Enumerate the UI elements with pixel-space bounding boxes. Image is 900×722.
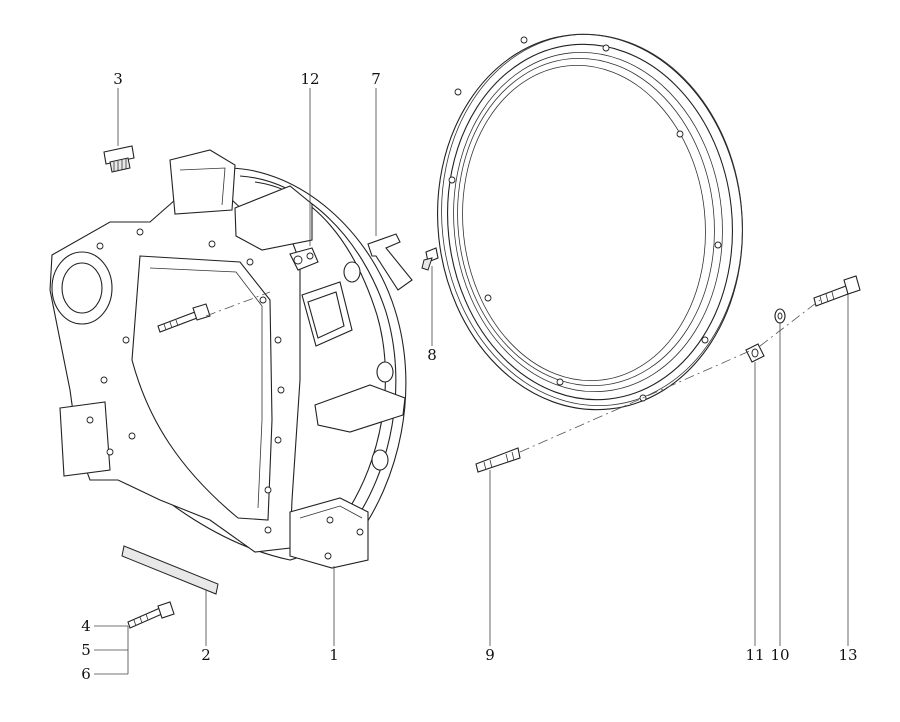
- callout-8: 8: [427, 346, 437, 364]
- flywheel-housing: [49, 149, 407, 569]
- callout-10: 10: [770, 646, 789, 664]
- sensor-part-12: [289, 247, 319, 271]
- callout-5: 5: [81, 641, 91, 659]
- bracket-part-7: [367, 233, 413, 291]
- callout-9: 9: [485, 646, 495, 664]
- callout-11: 11: [745, 646, 764, 664]
- stud-part-9: [475, 447, 521, 473]
- plug-part-3: [103, 145, 135, 173]
- callout-13: 13: [838, 646, 857, 664]
- strip-part-2: [121, 545, 219, 595]
- flange-bolt: [157, 303, 211, 333]
- callout-12: 12: [300, 70, 319, 88]
- screw-part-8: [421, 247, 439, 271]
- leader-lines: [94, 88, 849, 675]
- callout-1: 1: [329, 646, 339, 664]
- bolt-part-4: [127, 601, 175, 629]
- callout-6: 6: [81, 665, 91, 683]
- washer-part-10: [774, 308, 786, 324]
- bolt-part-13: [813, 275, 861, 307]
- callout-7: 7: [371, 70, 381, 88]
- callout-4: 4: [81, 617, 91, 635]
- nut-part-11: [745, 343, 765, 363]
- housing-ring-gasket: [437, 33, 743, 411]
- callout-3: 3: [113, 70, 123, 88]
- callout-2: 2: [201, 646, 211, 664]
